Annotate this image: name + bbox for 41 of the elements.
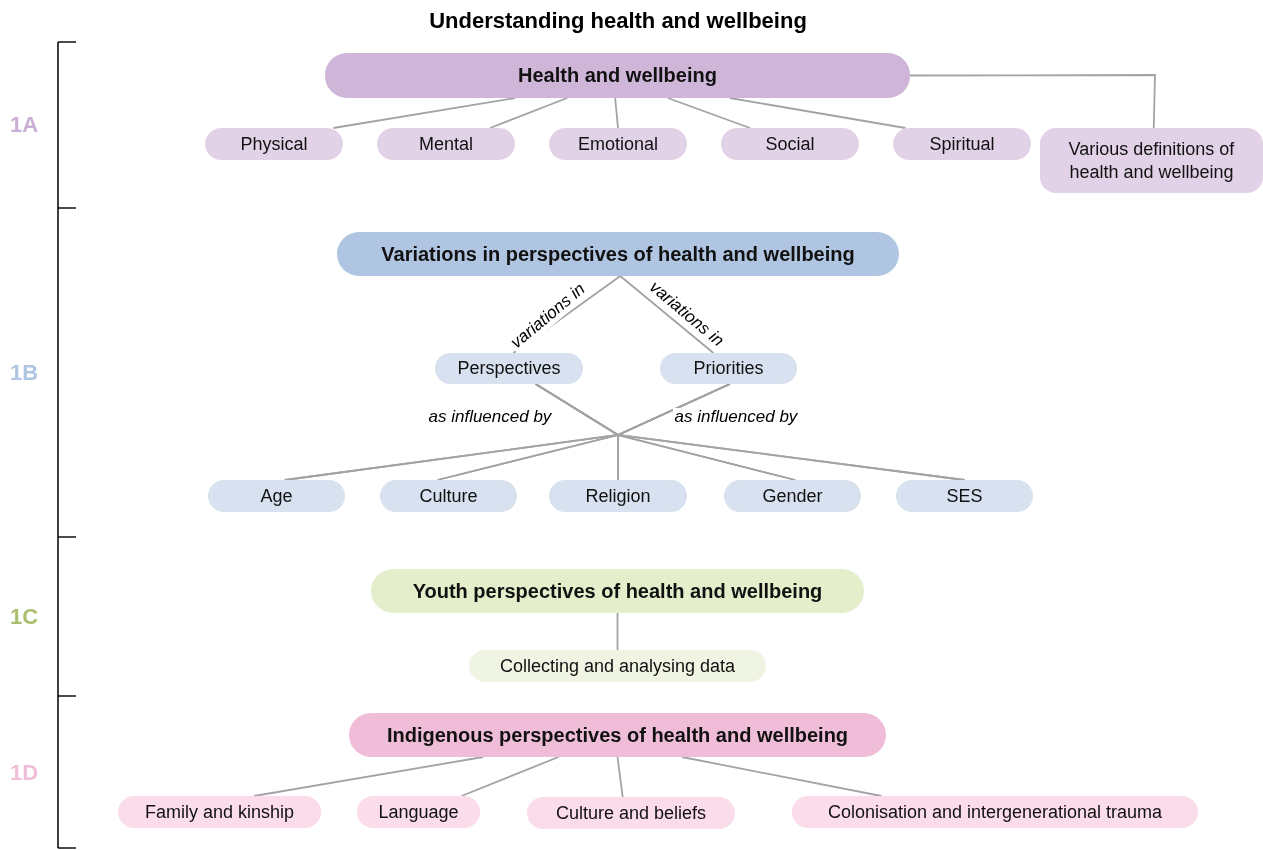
- connector-line: [616, 756, 624, 798]
- connector-line: [909, 74, 1156, 129]
- subtopic-pill: Culture: [380, 480, 517, 512]
- subtopic-pill: Age: [208, 480, 345, 512]
- section-label: 1A: [10, 112, 39, 138]
- subtopic-pill: Physical: [205, 128, 343, 160]
- section-label: 1C: [10, 604, 39, 630]
- subtopic-pill: Collecting and analysing data: [469, 650, 766, 682]
- subtopic-pill: Spiritual: [893, 128, 1031, 160]
- connector-line: [728, 97, 907, 129]
- connector-line: [460, 756, 560, 797]
- section-label: 1D: [10, 760, 39, 786]
- subtopic-pill: Priorities: [660, 353, 797, 384]
- connector-line: [489, 97, 569, 129]
- subtopic-pill: Culture and beliefs: [527, 797, 735, 829]
- connector-line: [616, 612, 619, 651]
- diagram-title: Understanding health and wellbeing: [428, 8, 808, 34]
- connector-line: [681, 756, 883, 797]
- subtopic-pill: Language: [357, 796, 480, 828]
- connector-line: [666, 97, 751, 129]
- subtopic-pill: SES: [896, 480, 1033, 512]
- subtopic-pill: Gender: [724, 480, 861, 512]
- section-label: 1B: [10, 360, 39, 386]
- edge-label: as influenced by: [672, 407, 800, 427]
- subtopic-pill: Mental: [377, 128, 515, 160]
- topic-header-pill: Health and wellbeing: [325, 53, 910, 98]
- subtopic-pill: Family and kinship: [118, 796, 321, 828]
- connector-line: [614, 97, 619, 129]
- subtopic-pill: Religion: [549, 480, 687, 512]
- subtopic-pill: Various definitions of health and wellbeing: [1040, 128, 1263, 193]
- connector-line: [619, 275, 715, 354]
- connector-line: [332, 97, 517, 129]
- subtopic-pill: Colonisation and intergenerational trauma: [792, 796, 1198, 828]
- subtopic-pill: Emotional: [549, 128, 687, 160]
- topic-header-pill: Youth perspectives of health and wellbeing: [371, 569, 864, 613]
- connector-line: [253, 756, 485, 797]
- edge-label: as influenced by: [426, 407, 554, 427]
- subtopic-pill: Perspectives: [435, 353, 583, 384]
- subtopic-pill: Social: [721, 128, 859, 160]
- topic-header-pill: Variations in perspectives of health and wellbeing: [337, 232, 899, 276]
- topic-header-pill: Indigenous perspectives of health and wellbeing: [349, 713, 886, 757]
